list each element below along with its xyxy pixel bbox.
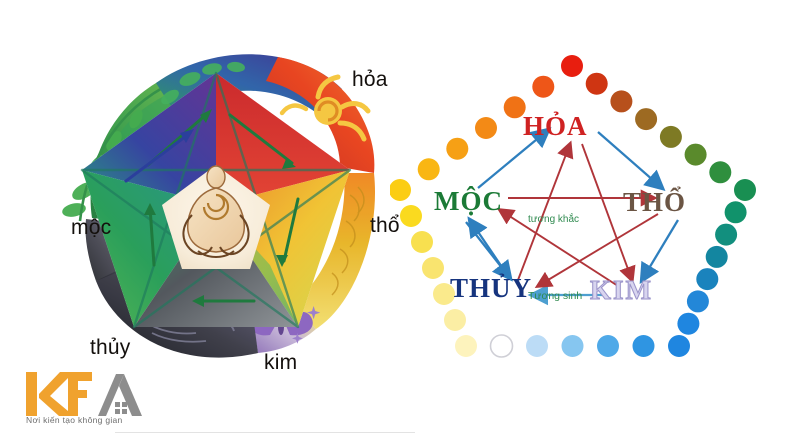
- color-dot: [475, 117, 497, 139]
- ngu-hanh-relationship-diagram: HỎA MỘC THỔ THỦY KIM tương khắc Tương si…: [390, 48, 790, 373]
- color-dot: [532, 75, 555, 98]
- color-dot: [400, 205, 422, 227]
- color-dot: [709, 161, 732, 184]
- color-dot: [632, 335, 655, 357]
- color-dot: [390, 179, 411, 201]
- left-label-moc: mộc: [71, 216, 112, 239]
- node-label-hoa: HỎA: [523, 111, 588, 141]
- pentagon-body: [80, 71, 352, 329]
- meditating-figure: [182, 165, 250, 258]
- node-label-kim: KIM: [590, 275, 653, 306]
- color-dot: [422, 257, 444, 279]
- arrow-hoa-to-kim: [581, 143, 636, 284]
- relation-label-tuong-sinh: Tương sinh: [528, 290, 583, 302]
- color-dot: [489, 334, 514, 358]
- khac-arrows: [496, 140, 659, 288]
- outer-element-swirl-ring: [62, 54, 376, 358]
- color-dot: [684, 143, 707, 166]
- color-dot: [659, 125, 682, 148]
- kfa-tagline: Nơi kiến tạo không gian: [26, 415, 123, 425]
- arrow-kim-to-moc: [496, 207, 619, 287]
- footer-divider: [115, 432, 415, 433]
- color-dot: [561, 55, 583, 77]
- left-label-hoa: hỏa: [352, 68, 388, 91]
- arrow-tho-to-thuy: [534, 213, 659, 288]
- color-dot: [715, 223, 738, 246]
- color-wheel-dot-ring: [390, 55, 756, 358]
- color-dot: [724, 201, 747, 224]
- color-dot: [668, 335, 690, 357]
- left-label-thuy: thủy: [90, 336, 131, 359]
- color-dot: [734, 179, 756, 201]
- kfa-logo: [20, 366, 170, 428]
- node-label-thuy: THỦY: [450, 273, 533, 303]
- arrow-thuy-to-hoa: [517, 140, 574, 281]
- color-dot: [444, 309, 466, 331]
- color-dot: [585, 72, 608, 95]
- color-dot: [686, 290, 709, 313]
- node-label-moc: MỘC: [434, 186, 503, 216]
- logo-letter-a-roof: [98, 374, 142, 416]
- sun-swirl: [279, 74, 371, 142]
- color-dot: [526, 335, 548, 357]
- relation-label-tuong-khac: tương khắc: [528, 214, 580, 225]
- color-dot: [597, 335, 619, 357]
- arrow-hoa-to-tho: [597, 131, 666, 192]
- color-dot: [411, 231, 433, 253]
- color-dot: [635, 108, 658, 131]
- left-label-kim: kim: [264, 351, 298, 374]
- color-dot: [561, 335, 584, 357]
- arrow-tho-to-kim: [639, 219, 679, 284]
- color-dot: [455, 335, 477, 357]
- color-dot: [503, 96, 526, 119]
- arrow-moc-to-hoa: [477, 127, 552, 189]
- logo-letter-f: [68, 372, 92, 416]
- color-dot: [433, 283, 455, 305]
- color-dot: [610, 90, 633, 113]
- ngu-hanh-watercolor-illustration: hỏa thổ mộc thủy kim: [40, 15, 400, 390]
- color-dot: [446, 137, 469, 160]
- left-label-tho: thổ: [370, 214, 400, 237]
- color-dot: [696, 268, 719, 291]
- color-dot: [705, 245, 728, 268]
- logo-letter-k: [26, 372, 74, 416]
- cycle-arrowheads: [144, 109, 296, 307]
- logo-window-dots: [115, 402, 127, 414]
- color-dot: [677, 312, 700, 335]
- node-label-tho: THỔ: [623, 187, 687, 217]
- color-dot: [417, 158, 440, 181]
